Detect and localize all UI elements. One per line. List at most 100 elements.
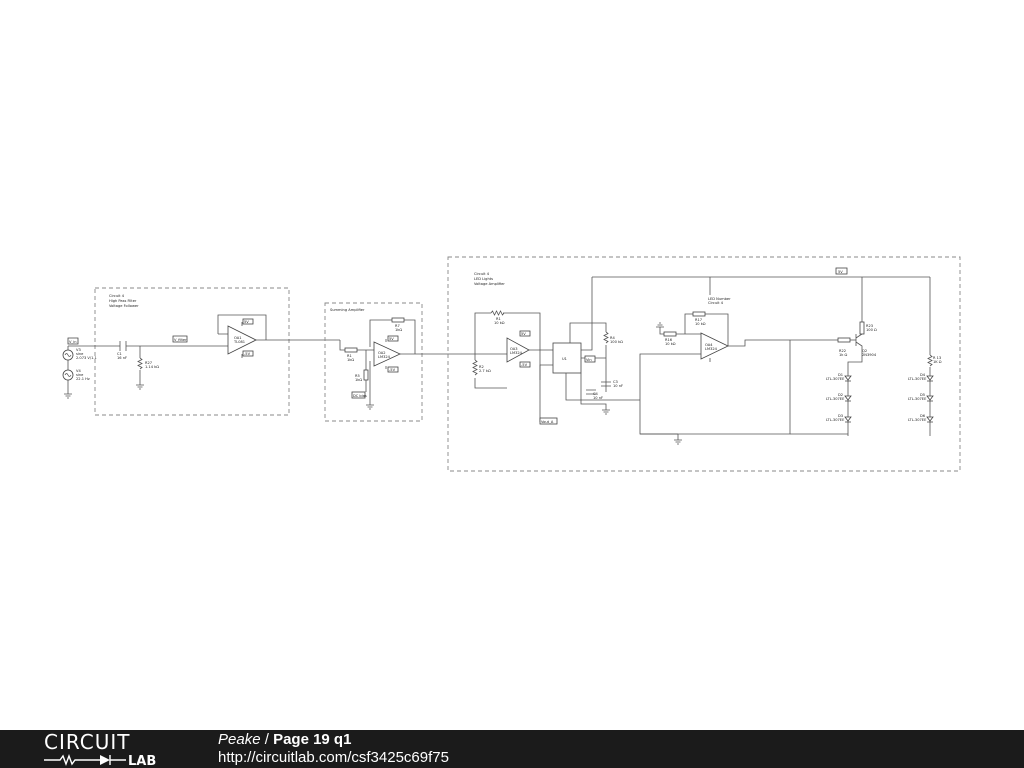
component-label: D2: [838, 393, 843, 397]
resistor-r4[interactable]: [603, 331, 609, 344]
net-label-vout-a[interactable]: [539, 417, 558, 425]
component-value: 2.7 kΩ: [479, 369, 491, 373]
component-value: 100 kΩ: [610, 340, 623, 344]
resistor-r16[interactable]: [663, 331, 677, 337]
ground-symbol: [602, 409, 610, 415]
resistor-r17[interactable]: [692, 311, 706, 317]
net-label-text: -5V: [521, 363, 528, 367]
led-d2[interactable]: [844, 395, 852, 402]
component-value: 1kΩ: [395, 328, 402, 332]
component-label: R 13: [933, 356, 941, 360]
component-label: R1: [347, 354, 352, 358]
net-label-text: -5V: [244, 352, 251, 356]
component-value: LTL-307EE: [908, 377, 927, 381]
ic-u1[interactable]: [552, 342, 582, 374]
wire: [369, 339, 387, 405]
title-separator: /: [260, 731, 274, 748]
led-block-label: LED Lights: [474, 277, 493, 281]
wire: [640, 433, 848, 440]
net-label-vin[interactable]: [584, 355, 596, 363]
component-label: D6: [920, 414, 926, 418]
wire: [591, 276, 931, 355]
resistor-r1[interactable]: [490, 310, 505, 316]
component-label: R5: [355, 374, 360, 378]
component-label: OA3: [510, 347, 518, 351]
net-label-text: -5V: [389, 368, 396, 372]
component-label: U1: [562, 357, 567, 361]
author-name[interactable]: Peake: [218, 731, 261, 748]
resistor-r27[interactable]: [137, 357, 143, 370]
capacitor-c1[interactable]: [119, 341, 127, 351]
net-label-text: Vout_A: [541, 420, 554, 424]
net-label-text: 5V: [838, 270, 843, 274]
component-value: 10 kΩ: [665, 342, 676, 346]
led-d4[interactable]: [926, 375, 934, 382]
svg-text:LAB: LAB: [128, 754, 156, 766]
component-label: OA2: [378, 351, 386, 355]
resistor-r22[interactable]: [837, 337, 851, 343]
resistor-r2[interactable]: [472, 359, 478, 376]
supply-tag-5v[interactable]: [242, 318, 254, 325]
resistor-r23[interactable]: [859, 321, 865, 335]
component-value: 22.1 Hz: [76, 377, 90, 381]
led-d5[interactable]: [926, 395, 934, 402]
opamp-oa2[interactable]: [373, 341, 401, 367]
summing-block-label: Summing Amplifier: [330, 308, 365, 312]
component-value: LTL-307EE: [908, 418, 927, 422]
led-d6[interactable]: [926, 416, 934, 423]
led-number-label: LED Number: [708, 297, 731, 301]
component-value: 10 kΩ: [695, 322, 706, 326]
component-label: R16: [665, 338, 673, 342]
ground-symbol: [136, 384, 144, 390]
opamp-oa4[interactable]: [700, 332, 729, 360]
component-value: LTL-307EE: [826, 377, 845, 381]
net-label-v-filter[interactable]: [172, 335, 188, 343]
net-label-text: V_in: [69, 340, 77, 344]
component-label: R23: [866, 324, 873, 328]
component-value: 100 Ω: [866, 328, 877, 332]
component-label: D5: [920, 393, 925, 397]
sine-glyph: [64, 353, 72, 357]
wire: [474, 312, 553, 389]
component-label: OA4: [705, 343, 713, 347]
schematic-canvas: Circuit 4 High Pass Filter Voltage Follo…: [62, 256, 961, 472]
supply-tag-minus5v[interactable]: [242, 350, 254, 357]
wire: [217, 314, 340, 341]
component-value: 10 nF: [593, 396, 603, 400]
ground-symbol: [674, 439, 682, 445]
net-label-v-in[interactable]: [67, 337, 79, 345]
supply-tag-minus5v[interactable]: [519, 361, 531, 368]
circuitlab-logo[interactable]: CIRCUIT LAB: [40, 732, 180, 766]
resistor-r7[interactable]: [391, 317, 405, 323]
net-label-text: Vin: [586, 358, 592, 362]
design-url[interactable]: http://circuitlab.com/csf3425c69f75: [218, 749, 449, 766]
wire: [67, 345, 228, 394]
component-label: R1: [496, 317, 501, 321]
capacitor-c4[interactable]: [586, 389, 596, 395]
supply-tag-5v[interactable]: [835, 267, 848, 275]
capacitor-c3[interactable]: [601, 381, 611, 387]
component-label: D3: [838, 414, 843, 418]
component-label: D1: [838, 373, 843, 377]
resistor-r-in[interactable]: [344, 347, 358, 353]
net-label-text: V_filter: [174, 338, 187, 342]
component-value: 1.14 kΩ: [145, 365, 159, 369]
ground-symbol: [366, 404, 374, 410]
component-value: 10 kΩ: [494, 321, 505, 325]
opamp-oa3[interactable]: [506, 337, 530, 363]
summing-block-frame: [324, 302, 423, 422]
resistor-r5[interactable]: [363, 369, 369, 381]
component-value: LM324: [510, 351, 523, 355]
supply-tag-5v[interactable]: [387, 335, 399, 342]
resistor-r-led[interactable]: [927, 354, 933, 367]
led-d1[interactable]: [844, 375, 852, 382]
component-value: LTL-307EE: [826, 418, 845, 422]
led-d3[interactable]: [844, 416, 852, 423]
opamp-oa1[interactable]: [227, 325, 257, 355]
led-block-frame: [447, 256, 961, 472]
supply-tag-minus5v[interactable]: [387, 366, 399, 373]
component-value: 2N3904: [862, 353, 877, 357]
supply-tag-5v[interactable]: [519, 330, 531, 337]
component-value: 16 nF: [117, 356, 127, 360]
net-label-dc-bias[interactable]: [351, 391, 366, 399]
